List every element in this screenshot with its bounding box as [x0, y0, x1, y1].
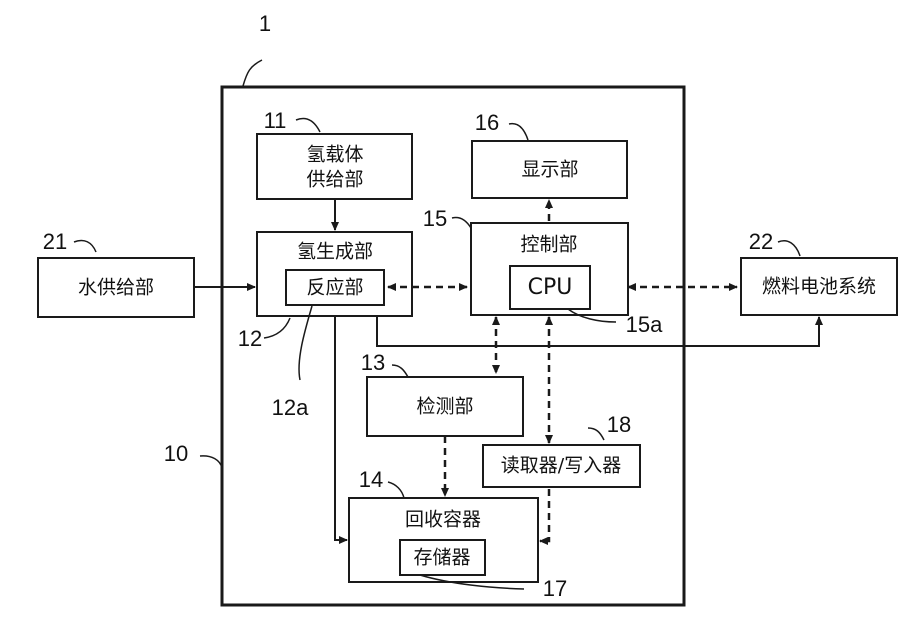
reader-writer-label: 读取器/写入器 [501, 455, 621, 477]
leader-15 [452, 217, 471, 228]
ref-10: 10 [164, 441, 188, 466]
leader-1 [243, 60, 262, 86]
ref-21: 21 [43, 229, 67, 254]
display-label: 显示部 [521, 159, 578, 181]
ref-11: 11 [264, 108, 287, 133]
hydrogen-carrier-supply-label-2: 供给部 [306, 169, 363, 191]
ref-14: 14 [359, 467, 383, 492]
leader-12a [299, 306, 312, 380]
cpu-label: CPU [528, 275, 573, 300]
hydrogen-generation-label: 氢生成部 [297, 241, 373, 263]
leader-10 [200, 456, 222, 468]
leader-21 [74, 240, 96, 252]
leader-12 [264, 318, 290, 338]
ref-22: 22 [749, 229, 773, 254]
leader-11 [296, 119, 320, 133]
leader-22 [778, 241, 800, 256]
ref-15a: 15a [626, 312, 663, 337]
ref-1: 1 [259, 11, 271, 36]
memory-label: 存储器 [413, 547, 470, 569]
leader-16 [509, 124, 528, 140]
generation-to-recovery-line [335, 316, 347, 540]
water-supply-label: 水供给部 [78, 277, 154, 299]
recovery-container-label: 回收容器 [405, 509, 481, 531]
fuel-cell-system-label: 燃料电池系统 [762, 276, 876, 298]
ref-16: 16 [475, 110, 499, 135]
ref-15: 15 [423, 206, 447, 231]
reaction-label: 反应部 [306, 277, 363, 299]
ref-12a: 12a [272, 395, 309, 420]
reader-to-recovery-link [540, 489, 549, 541]
leader-13 [392, 365, 408, 377]
detection-label: 检测部 [416, 396, 473, 418]
ref-13: 13 [361, 350, 385, 375]
leader-14 [388, 482, 404, 498]
ref-12: 12 [238, 326, 262, 351]
ref-17: 17 [543, 576, 567, 601]
ref-18: 18 [607, 412, 631, 437]
leader-18 [588, 428, 604, 440]
hydrogen-carrier-supply-label-1: 氢载体 [306, 144, 363, 166]
control-label: 控制部 [520, 234, 577, 256]
